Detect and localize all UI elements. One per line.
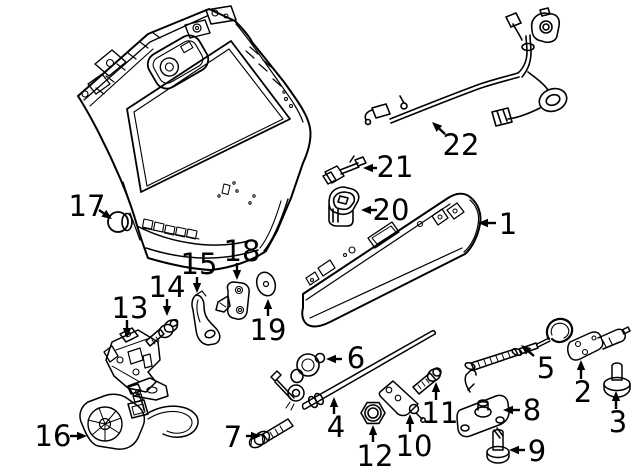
bolt-icon — [145, 318, 179, 347]
callout-label-18: 18 — [224, 234, 261, 268]
finish-panel-icon — [301, 192, 482, 328]
callout-label-14: 14 — [149, 270, 186, 304]
callout-label-9: 9 — [528, 434, 546, 468]
callout-label-2: 2 — [574, 375, 592, 409]
callout-arrow-22 — [438, 127, 446, 135]
bolt-icon — [412, 367, 442, 395]
callout-arrowhead-1 — [478, 218, 488, 228]
callout-label-21: 21 — [377, 150, 414, 184]
bracket-icon — [215, 281, 250, 320]
callout-label-7: 7 — [224, 420, 242, 454]
callout-arrowhead-17 — [101, 209, 112, 219]
callout-arrowhead-12 — [368, 425, 378, 435]
callout-arrowhead-11 — [431, 382, 441, 392]
callout-arrowhead-9 — [509, 445, 519, 455]
callout-arrowhead-19 — [263, 299, 273, 309]
callout-label-5: 5 — [537, 351, 555, 385]
lock-actuator-icon — [79, 383, 199, 450]
callout-arrowhead-18 — [232, 270, 242, 280]
callout-label-20: 20 — [373, 193, 410, 227]
guide-wedge-icon — [456, 369, 510, 439]
latch-icon — [103, 327, 169, 401]
callout-label-8: 8 — [523, 393, 541, 427]
callout-arrowhead-10 — [405, 414, 415, 424]
bracket-icon — [191, 290, 221, 346]
callout-label-22: 22 — [443, 128, 480, 162]
callout-arrowhead-22 — [432, 122, 443, 132]
callout-arrowhead-20 — [361, 205, 371, 215]
callout-label-3: 3 — [609, 405, 627, 439]
callout-arrowhead-16 — [77, 431, 87, 441]
callout-label-15: 15 — [181, 247, 218, 281]
callout-arrowhead-8 — [503, 405, 513, 415]
bolt-icon — [603, 362, 631, 398]
nut-icon — [360, 401, 386, 425]
washer-icon — [255, 271, 277, 297]
wiring-harness-icon — [364, 7, 568, 127]
callout-label-10: 10 — [396, 429, 433, 463]
callout-arrowhead-13 — [122, 328, 132, 338]
callout-label-6: 6 — [347, 341, 365, 375]
callout-label-1: 1 — [499, 207, 517, 241]
callout-arrow-5 — [527, 350, 535, 357]
callout-arrow-17 — [98, 209, 105, 215]
callout-arrowhead-5 — [521, 345, 532, 355]
striker-icon — [567, 326, 631, 361]
callout-label-19: 19 — [250, 313, 287, 347]
bumper-icon — [328, 186, 360, 227]
stud-icon — [486, 429, 510, 464]
callout-arrowhead-21 — [363, 163, 373, 173]
callout-label-16: 16 — [35, 419, 72, 453]
callout-label-4: 4 — [327, 410, 345, 444]
callout-label-13: 13 — [112, 291, 149, 325]
support-strut-icon — [464, 317, 574, 371]
callout-arrowhead-7 — [251, 431, 261, 441]
callout-arrowhead-2 — [576, 360, 586, 370]
callout-arrowhead-15 — [192, 283, 202, 293]
clip-icon — [322, 155, 367, 185]
lock-rod-icon — [270, 330, 436, 411]
callout-label-12: 12 — [357, 439, 394, 471]
callout-label-17: 17 — [69, 189, 106, 223]
callout-label-11: 11 — [422, 396, 459, 430]
callout-arrowhead-4 — [329, 397, 339, 407]
grommet-icon — [290, 352, 326, 384]
ball-stud-bracket-icon — [378, 380, 426, 423]
plug-icon — [107, 211, 133, 233]
callout-arrowhead-3 — [611, 391, 621, 401]
callout-arrowhead-14 — [162, 306, 172, 316]
callout-arrowhead-6 — [326, 354, 336, 364]
